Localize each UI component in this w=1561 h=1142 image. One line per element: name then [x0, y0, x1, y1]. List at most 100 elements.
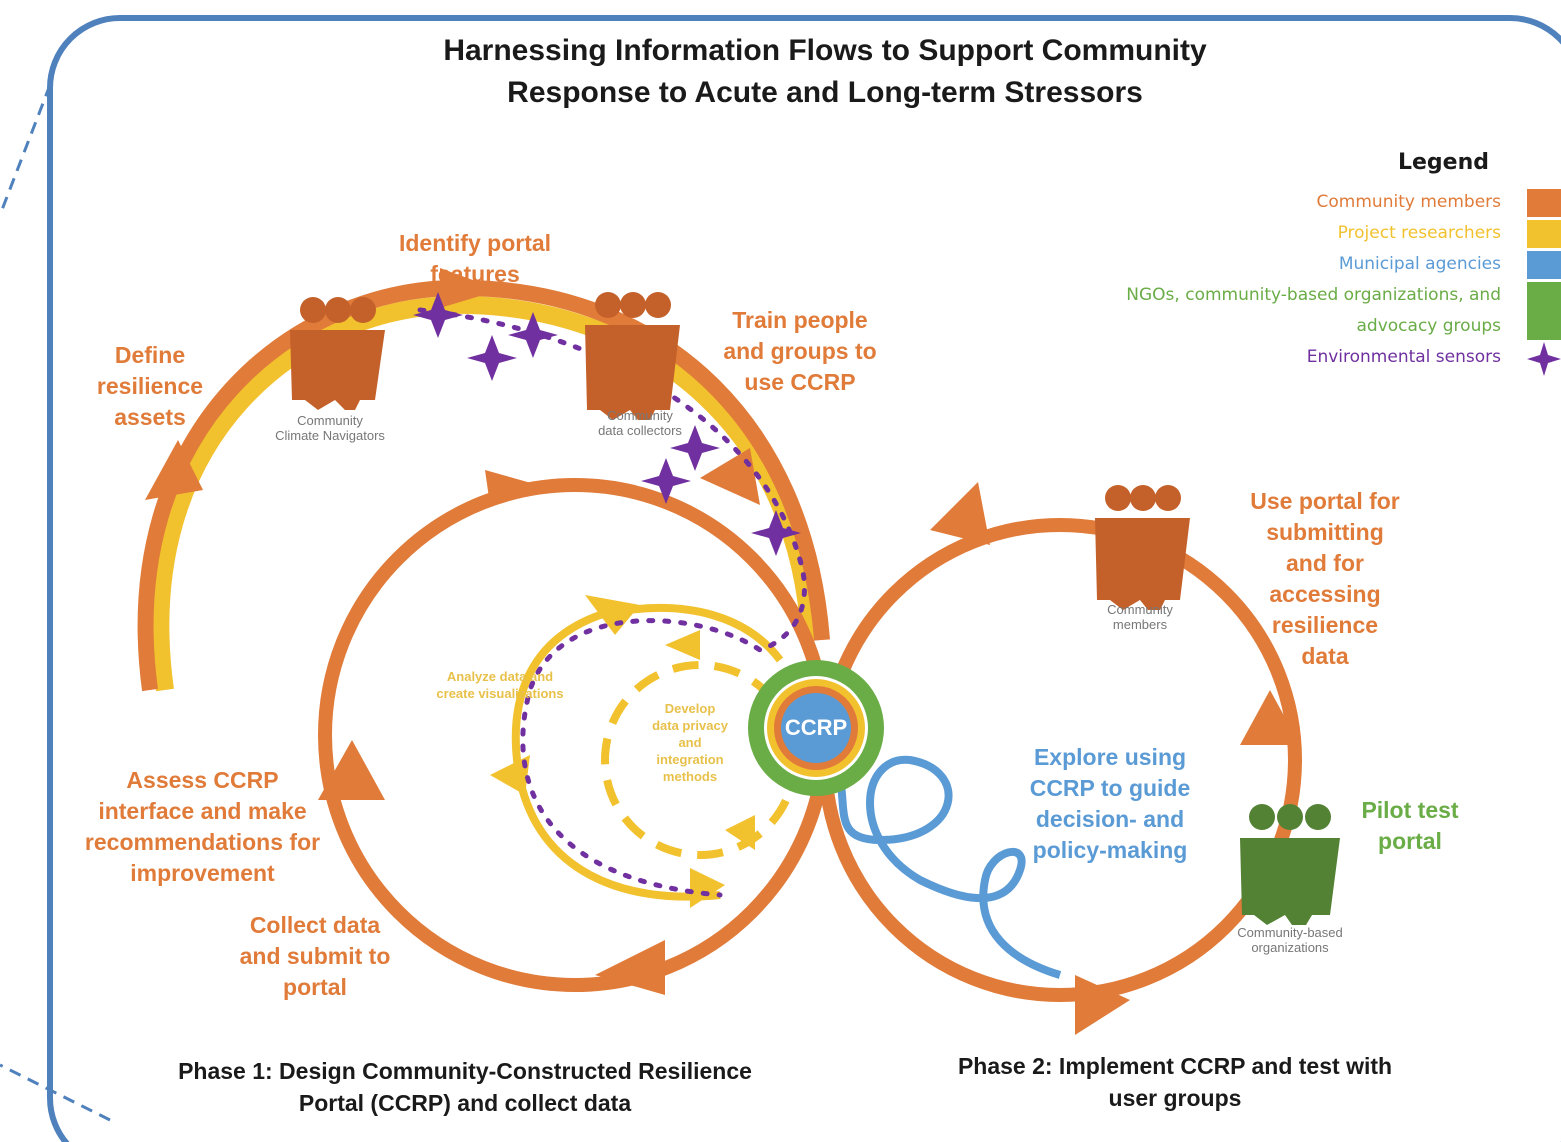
label-line: portal — [283, 974, 347, 1000]
caption-line: data collectors — [598, 423, 682, 438]
label-line: and groups to — [723, 338, 877, 364]
phase1-label: Phase 1: Design Community-Constructed Re… — [90, 1055, 840, 1119]
people-collectors-icon — [585, 292, 680, 420]
label-explore-ccrp: Explore using CCRP to guide decision- an… — [1005, 742, 1215, 866]
legend-label: Project researchers — [1337, 223, 1501, 243]
label-line: Train people — [732, 307, 868, 333]
label-line: Collect data — [249, 912, 381, 938]
label-line: features — [430, 261, 520, 287]
label-line: resilience — [96, 373, 204, 399]
star-icon — [467, 335, 517, 381]
star-icon — [1527, 342, 1561, 376]
caption-line: organizations — [1251, 940, 1329, 955]
arc-arrow-top — [440, 268, 500, 308]
label-line: decision- and — [1035, 806, 1185, 832]
caption-line: Climate Navigators — [275, 428, 385, 443]
phase1-arrow-left — [318, 740, 385, 800]
legend-swatch — [1527, 220, 1561, 248]
label-line: integration — [656, 752, 724, 767]
legend-item-environmental-sensors: Environmental sensors — [981, 342, 1561, 376]
label-line: assets — [114, 404, 186, 430]
caption-data-collectors: Community data collectors — [575, 408, 705, 438]
legend-item-community-members: Community members — [981, 187, 1561, 218]
label-line: CCRP to guide — [1029, 775, 1191, 801]
legend-swatch — [1527, 251, 1561, 279]
sensor-stars — [413, 292, 801, 556]
develop-arrow-1 — [665, 630, 700, 660]
legend-label: Environmental sensors — [1306, 347, 1501, 367]
title-line1: Harnessing Information Flows to Support … — [443, 34, 1207, 67]
label-collect-data: Collect data and submit to portal — [215, 910, 415, 1003]
legend-label: Community members — [1316, 192, 1501, 212]
legend-swatch — [1527, 282, 1561, 340]
label-line: create visualizations — [436, 686, 564, 701]
label-line: data — [1301, 643, 1349, 669]
label-line: policy-making — [1032, 837, 1188, 863]
arc-arrow-left — [145, 440, 203, 500]
people-members-icon — [1095, 485, 1190, 610]
label-line: portal — [1378, 828, 1442, 854]
frame-dashed-line-top — [0, 84, 52, 216]
legend-title: Legend — [1397, 150, 1489, 175]
label-line: improvement — [130, 860, 275, 886]
caption-climate-navigators: Community Climate Navigators — [250, 413, 410, 443]
arc-arrow-right — [700, 448, 760, 505]
label-develop-privacy: Develop data privacy and integration met… — [625, 700, 755, 785]
star-icon — [508, 312, 558, 358]
label-line: Phase 1: Design Community-Constructed Re… — [178, 1058, 752, 1084]
outer-frame — [47, 15, 1561, 1142]
title-line2: Response to Acute and Long-term Stressor… — [507, 76, 1143, 109]
analyze-arrow-1 — [585, 595, 640, 635]
phase1-arrow-top — [485, 470, 545, 505]
phase2-label: Phase 2: Implement CCRP and test with us… — [890, 1050, 1460, 1114]
caption-line: Community — [297, 413, 363, 428]
frame-dashed-line-bottom — [0, 1063, 111, 1122]
legend-item-municipal-agencies: Municipal agencies — [981, 249, 1561, 280]
label-line: Phase 2: Implement CCRP and test with — [957, 1053, 1393, 1079]
label-line: Explore using — [1033, 744, 1187, 770]
caption-line: members — [1112, 617, 1168, 632]
label-analyze-data: Analyze data and create visualizations — [410, 668, 590, 702]
sensor-dotted-path — [417, 307, 807, 898]
phase2-arrow-bottom — [1075, 975, 1130, 1035]
star-icon — [670, 425, 720, 471]
label-line: Define — [114, 342, 186, 368]
label-assess-ccrp: Assess CCRP interface and make recommend… — [70, 765, 335, 889]
ccrp-center-label: CCRP — [784, 715, 848, 740]
legend-item-ngos: NGOs, community-based organizations, and — [981, 280, 1561, 340]
label-line: interface and make — [98, 798, 307, 824]
star-icon — [641, 458, 691, 504]
label-line: submitting — [1266, 519, 1384, 545]
explore-blue-loops — [821, 737, 1062, 979]
label-line: Portal (CCRP) and collect data — [298, 1090, 632, 1116]
caption-line: Community-based — [1237, 925, 1343, 940]
label-line: Assess CCRP — [126, 767, 279, 793]
label-line: recommendations for — [84, 829, 321, 855]
legend-label: NGOs, community-based organizations, and — [1126, 285, 1501, 305]
label-identify-portal-features: Identify portal features — [360, 228, 590, 290]
caption-line: Community — [1107, 602, 1173, 617]
label-pilot-test-portal: Pilot test portal — [1340, 795, 1480, 857]
label-line: and for — [1286, 550, 1364, 576]
phase2-arrow-right — [1240, 690, 1300, 745]
label-line: Develop — [664, 701, 716, 716]
label-line: methods — [662, 769, 718, 784]
phase2-arrow-top — [930, 482, 990, 545]
analyze-arrow-2 — [490, 755, 530, 795]
legend: Legend Community members Project researc… — [981, 150, 1561, 376]
analyze-arrow-3 — [690, 868, 725, 908]
label-define-resilience-assets: Define resilience assets — [60, 340, 240, 433]
label-line: user groups — [1108, 1085, 1242, 1111]
ccrp-ring-blue — [781, 693, 851, 763]
legend-item-project-researchers: Project researchers — [981, 218, 1561, 249]
label-line: data privacy — [652, 718, 728, 733]
label-line: accessing — [1269, 581, 1381, 607]
label-line: and — [678, 735, 702, 750]
caption-community-members: Community members — [1080, 602, 1200, 632]
label-line: and submit to — [239, 943, 391, 969]
star-icon — [413, 292, 463, 338]
label-use-portal: Use portal for submitting and for access… — [1225, 486, 1425, 672]
label-line: Analyze data and — [446, 669, 554, 684]
label-line: Use portal for — [1250, 488, 1400, 514]
